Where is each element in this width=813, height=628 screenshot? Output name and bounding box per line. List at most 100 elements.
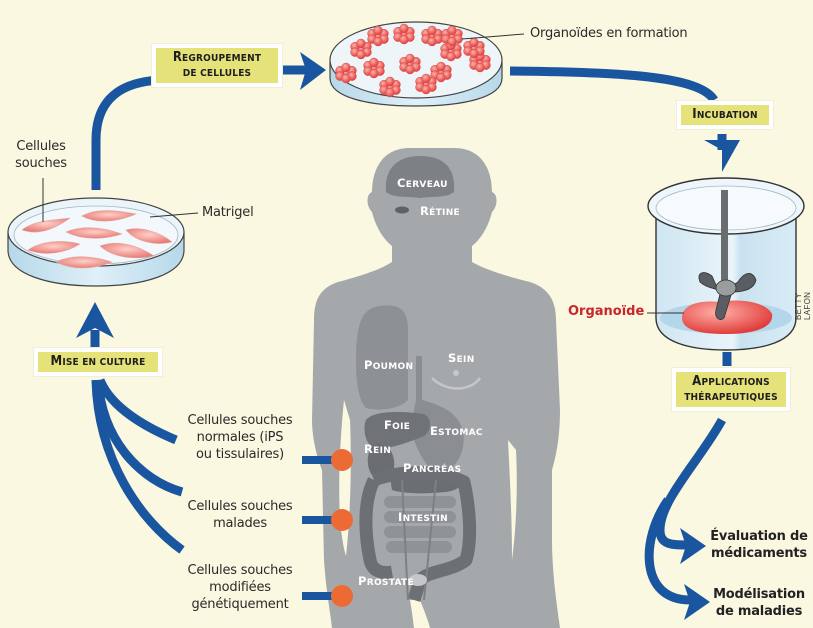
- organ-label-estomac: Estomac: [430, 424, 483, 438]
- step-regroupement-line1: Regroupement: [172, 50, 262, 65]
- body-outline: [312, 148, 560, 628]
- connector-bar-2: [302, 516, 338, 524]
- organoid-cell: [436, 61, 446, 72]
- large-intestine: [359, 466, 477, 602]
- organoid-cluster: [393, 23, 415, 45]
- outcome-line: médicaments: [711, 546, 807, 561]
- source-modified-cells: Cellules souches modifiées génétiquement: [178, 562, 302, 613]
- human-body-silhouette: [312, 148, 560, 628]
- organoid-cell: [475, 62, 485, 73]
- organoid-cluster: [399, 53, 421, 75]
- organoid-cluster: [350, 38, 372, 60]
- right-arm-gap: [508, 440, 517, 560]
- arrowhead-right-regroupement: [300, 52, 326, 90]
- step-applications-line2: thérapeutiques: [684, 392, 778, 403]
- organ-label-prostate: Prostate: [358, 574, 414, 588]
- stirrer-shaft: [721, 190, 728, 286]
- organ-label-sein: Sein: [448, 351, 475, 365]
- source-dot-2: [331, 509, 353, 531]
- step-mise-en-culture: Mise en culture: [34, 348, 162, 376]
- petri-dish-stem-cells: [7, 178, 199, 287]
- organoid-cluster: [430, 61, 452, 83]
- organoid-cell: [356, 38, 366, 49]
- organoides-leader: [461, 33, 525, 40]
- arrowhead-evaluation: [680, 528, 706, 564]
- source-line: normales (iPS: [196, 430, 284, 445]
- organ-label-cerveau: Cerveau: [397, 176, 448, 190]
- organoid-cell: [356, 49, 366, 60]
- source-connectors: [302, 449, 353, 607]
- organoid-cell: [447, 36, 457, 47]
- label-cellules-souches-line2: souches: [15, 156, 67, 171]
- organ-label-retine: Rétine: [420, 204, 460, 218]
- retina: [395, 206, 409, 214]
- arrow-to-incubation: [509, 66, 718, 103]
- stem-cell: [55, 256, 113, 269]
- label-matrigel: Matrigel: [202, 205, 254, 220]
- outcome-evaluation-medicaments: Évaluation de médicaments: [708, 528, 810, 562]
- organoid-cluster: [367, 25, 389, 47]
- arrowhead-down-incubation: [704, 140, 740, 172]
- connector-bar-3: [302, 592, 338, 600]
- source-line: modifiées: [209, 580, 271, 595]
- outcome-line: Évaluation de: [710, 529, 808, 544]
- stem-cell: [65, 227, 123, 239]
- organoid-cluster: [363, 57, 385, 79]
- arrow-source-3: [91, 379, 185, 554]
- organoid-mass: [682, 300, 773, 334]
- organoid-cell: [341, 62, 351, 73]
- label-cellules-souches-line1: Cellules: [16, 139, 66, 154]
- organoid-cell: [373, 36, 383, 47]
- organoid-cell: [385, 87, 395, 98]
- arrowhead-up-dish: [76, 302, 114, 338]
- stem-cell: [21, 217, 71, 233]
- organ-label-intestin: Intestin: [398, 510, 449, 524]
- source-line: Cellules souches: [187, 563, 293, 578]
- organ-label-rein: Rein: [364, 442, 392, 456]
- arrow-to-outcomes: [655, 417, 726, 550]
- source-line: ou tissulaires): [196, 447, 284, 462]
- organoid-cell: [405, 53, 415, 64]
- outcome-modelisation-maladies: Modélisation de maladies: [708, 586, 810, 620]
- stem-cell: [27, 241, 81, 254]
- organ-label-poumon: Poumon: [364, 358, 414, 372]
- outcome-line: de maladies: [715, 604, 803, 619]
- organoid-cell: [399, 34, 409, 45]
- arrow-heads: [76, 52, 740, 620]
- petri-dish-organoids: [329, 21, 525, 107]
- arrowhead-modelisation: [684, 584, 710, 620]
- organoid-cell: [421, 84, 431, 95]
- stem-cell: [125, 228, 173, 244]
- organoid-cell: [405, 64, 415, 75]
- liver: [364, 412, 430, 450]
- stem-cell: [81, 210, 137, 222]
- brain: [385, 156, 455, 198]
- source-line: Cellules souches: [187, 413, 293, 428]
- source-dot-1: [331, 449, 353, 471]
- matrigel-leader: [149, 212, 199, 218]
- label-organoides-en-formation: Organoïdes en formation: [530, 26, 688, 41]
- lung: [356, 305, 408, 410]
- prostate: [409, 574, 427, 586]
- organ-label-pancreas: Pancréas: [403, 461, 462, 475]
- step-applications-line1: Applications: [692, 374, 770, 389]
- organoid-cell: [427, 25, 437, 36]
- breast-arc: [431, 377, 482, 390]
- organoid-cluster: [335, 62, 357, 84]
- small-intestine: [384, 496, 456, 553]
- step-regroupement-line2: de cellules: [182, 68, 252, 79]
- source-line: Cellules souches: [187, 499, 293, 514]
- source-line: génétiquement: [191, 597, 289, 612]
- stirrer-hub: [715, 279, 737, 297]
- organoid-cluster: [421, 25, 443, 47]
- source-line: malades: [213, 516, 267, 531]
- organ-label-foie: Foie: [384, 418, 411, 432]
- outcome-line: Modélisation: [713, 587, 805, 602]
- organoid-cell: [447, 25, 457, 36]
- arrow-to-modelisation: [644, 497, 691, 605]
- organoid-clusters: [335, 23, 491, 98]
- organoid-cell: [369, 57, 379, 68]
- step-applications: Applications thérapeutiques: [672, 368, 790, 411]
- organoid-cell: [399, 23, 409, 34]
